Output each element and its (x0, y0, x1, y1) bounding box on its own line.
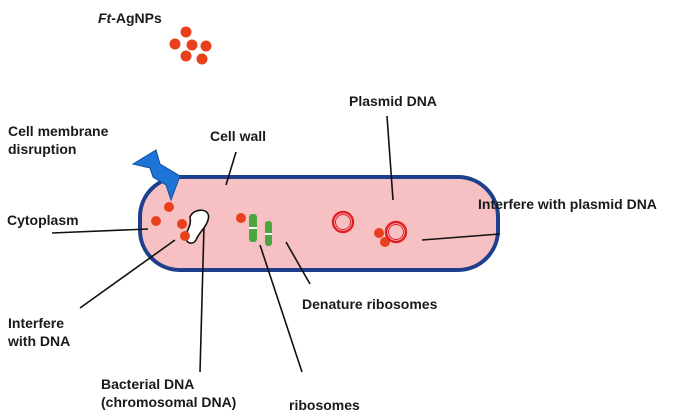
nanoparticle-icon (169, 38, 181, 50)
label-cytoplasm: Cytoplasm (7, 212, 79, 228)
nanoparticle-icon (180, 50, 192, 62)
nanoparticle-icon (151, 216, 161, 226)
label-bacterial-line2: (chromosomal DNA) (101, 394, 237, 410)
nanoparticle-icon (196, 53, 208, 65)
label-cell-membrane-disruption: Cell membrane disruption (8, 122, 108, 158)
leader-line-plasmid-dna (386, 115, 394, 201)
label-interfere-plasmid-dna: Interfere with plasmid DNA (478, 196, 657, 212)
ribosome-split (265, 233, 272, 235)
nanoparticle-cluster (169, 26, 212, 65)
label-bacterial-line1: Bacterial DNA (101, 376, 195, 392)
label-ribosomes: ribosomes (289, 397, 360, 413)
label-interfere-line2: with DNA (8, 333, 71, 349)
nanoparticle-icon (380, 237, 390, 247)
plasmid-ring-icon (388, 224, 404, 240)
leader-line-interfere-plasmid (421, 233, 501, 241)
ribosome-group (249, 214, 272, 246)
nanoparticle-icon (200, 40, 212, 52)
leader-line-cell-wall (225, 151, 237, 186)
leader-line-denature-ribosomes (285, 241, 311, 285)
title-prefix: Ft (98, 10, 112, 26)
label-membrane-line2: disruption (8, 141, 77, 157)
leader-line-cytoplasm (51, 228, 149, 234)
nanoparticle-icon (186, 39, 198, 51)
plasmid-group (331, 210, 408, 244)
label-bacterial-dna: Bacterial DNA (chromosomal DNA) (101, 375, 236, 411)
chromosomal-dna-icon (185, 209, 210, 244)
nanoparticle-icon (374, 228, 384, 238)
plasmid-ring-icon (384, 220, 408, 244)
nanoparticle-icon (180, 231, 190, 241)
ribosome-split (249, 227, 257, 229)
label-denature-ribosomes: Denature ribosomes (302, 296, 438, 312)
internal-nanoparticles (151, 202, 390, 247)
leader-line-ribosomes (259, 244, 303, 373)
label-interfere-with-dna: Interfere with DNA (8, 314, 70, 350)
lightning-bolt-icon (131, 149, 181, 202)
leader-line-bacterial-dna (199, 225, 205, 373)
title-ft-agnps: Ft-AgNPs (98, 9, 162, 27)
plasmid-ring-icon (331, 210, 355, 234)
label-membrane-line1: Cell membrane (8, 123, 109, 139)
title-suffix: -AgNPs (111, 10, 162, 26)
nanoparticle-icon (177, 219, 187, 229)
label-plasmid-dna: Plasmid DNA (349, 93, 437, 109)
nanoparticle-icon (164, 202, 174, 212)
bacterial-cell (138, 175, 500, 272)
nanoparticle-icon (236, 213, 246, 223)
nanoparticle-icon (180, 26, 192, 38)
label-cell-wall: Cell wall (210, 128, 267, 144)
leader-line-interfere-dna (79, 239, 176, 309)
label-interfere-line1: Interfere (8, 315, 65, 331)
plasmid-ring-icon (335, 214, 351, 230)
